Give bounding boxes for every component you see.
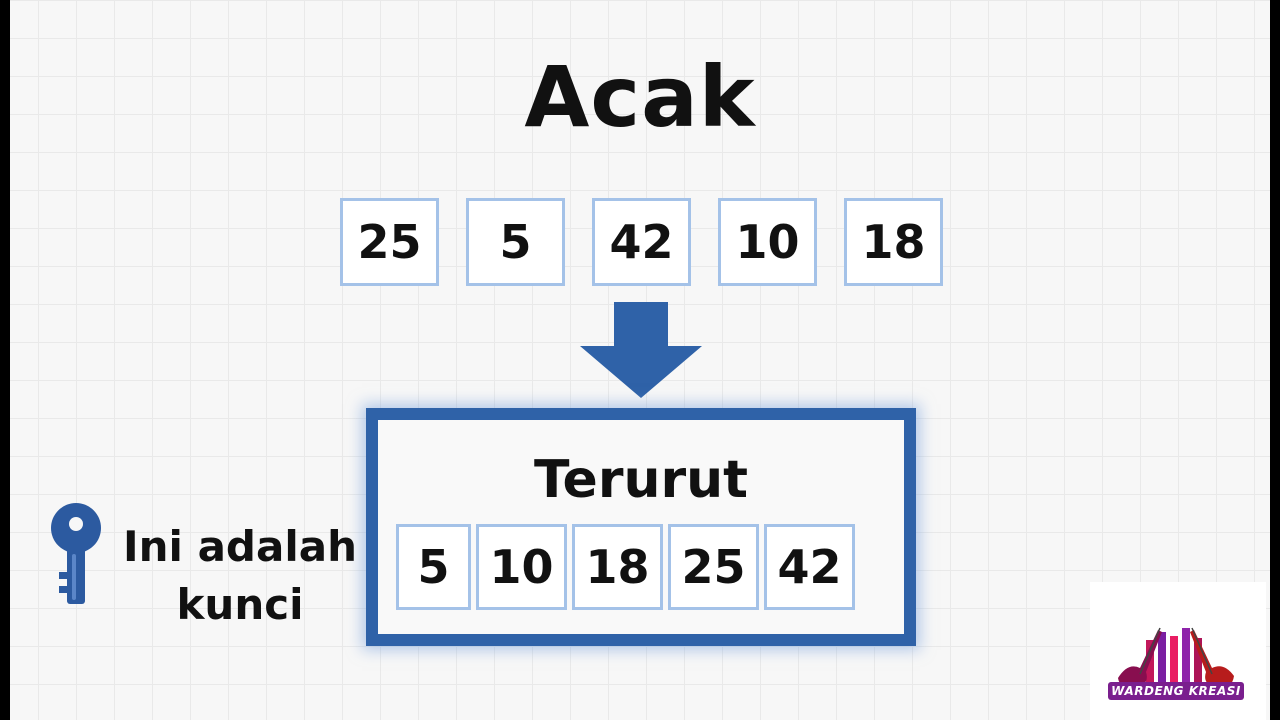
unsorted-row: 25 5 42 10 18 — [340, 198, 943, 286]
sorted-frame: Terurut 5 10 18 25 42 — [366, 408, 916, 646]
sorted-box: 25 — [668, 524, 759, 610]
title-random: Acak — [524, 48, 756, 146]
left-letterbox — [0, 0, 10, 720]
key-caption-line1: Ini adalah — [123, 522, 357, 571]
sorted-row: 5 10 18 25 42 — [396, 524, 855, 610]
down-arrow-icon — [580, 302, 702, 398]
key-icon — [51, 503, 101, 604]
unsorted-box: 10 — [718, 198, 817, 286]
sorted-box: 18 — [572, 524, 663, 610]
key-caption-line2: kunci — [176, 580, 304, 629]
unsorted-box: 18 — [844, 198, 943, 286]
guitar-logo-icon — [1118, 627, 1234, 689]
unsorted-box: 42 — [592, 198, 691, 286]
sorted-box: 10 — [476, 524, 567, 610]
sorted-label: Terurut — [533, 450, 749, 510]
right-letterbox — [1270, 0, 1280, 720]
key-caption: Ini adalah kunci — [120, 518, 360, 634]
unsorted-box: 25 — [340, 198, 439, 286]
sorted-box: 42 — [764, 524, 855, 610]
logo-text: WARDENG KREASI — [1108, 682, 1244, 700]
sorted-box: 5 — [396, 524, 471, 610]
unsorted-box: 5 — [466, 198, 565, 286]
watermark-logo: WARDENG KREASI — [1090, 582, 1266, 720]
